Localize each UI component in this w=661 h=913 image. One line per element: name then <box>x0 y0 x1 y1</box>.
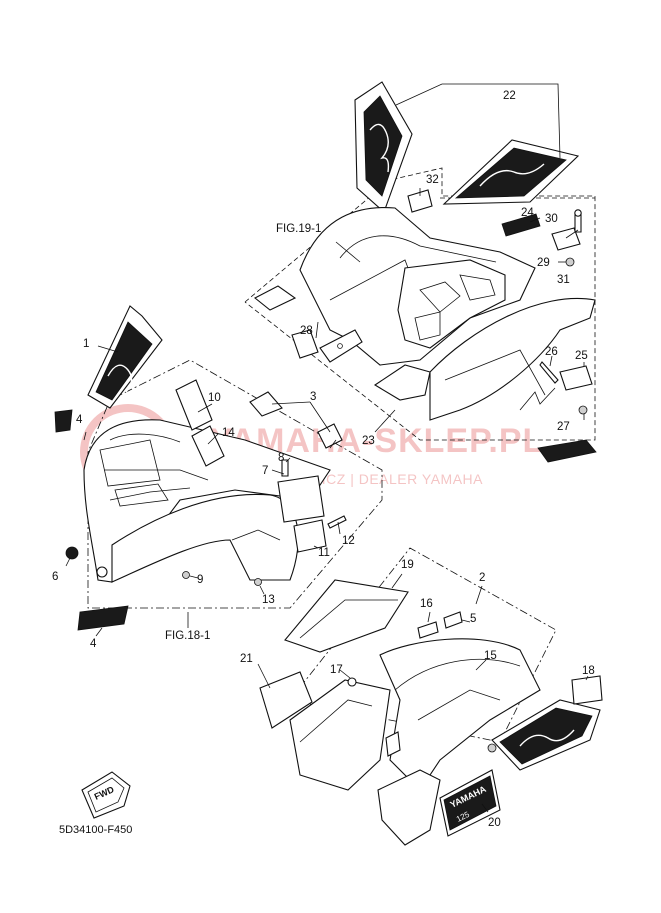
leader-22 <box>395 83 561 159</box>
bracket-3-a <box>249 391 283 417</box>
callout-15: 15 <box>484 650 497 662</box>
callout-23: 23 <box>362 435 375 447</box>
nut-13 <box>254 578 262 586</box>
callout-2: 2 <box>479 572 485 584</box>
callout-4-lower: 4 <box>90 638 97 650</box>
rear-lower-decal <box>537 439 597 463</box>
rear-fender-extension <box>373 364 431 401</box>
side-cover-group: YAMAHA 125 <box>257 547 603 846</box>
rear-fender-group <box>244 81 597 463</box>
callouts: 22 32 24 30 29 31 26 25 27 23 28 FIG.19-… <box>52 90 595 836</box>
callout-4-upper: 4 <box>76 414 83 426</box>
callout-24: 24 <box>521 207 534 219</box>
callout-16: 16 <box>420 598 433 610</box>
callout-11: 11 <box>318 547 330 559</box>
decal-4-upper <box>54 409 73 433</box>
decal-20-graphic <box>443 775 497 831</box>
callout-3: 3 <box>310 391 316 403</box>
callout-17: 17 <box>330 664 343 676</box>
callout-18: 18 <box>582 665 595 677</box>
pad-28 <box>291 329 319 359</box>
nut-27 <box>578 405 588 415</box>
callout-27: 27 <box>557 421 570 433</box>
front-fender-group <box>54 305 383 637</box>
callout-14: 14 <box>222 427 235 439</box>
tank-cover <box>379 638 541 791</box>
cap-6 <box>65 546 79 560</box>
callout-30: 30 <box>545 213 558 225</box>
callout-10: 10 <box>208 392 221 404</box>
nut-side <box>487 743 497 753</box>
rear-decal-22-right-graphic <box>454 147 567 199</box>
drawing-code: 5D34100-F450 <box>59 824 132 836</box>
screw-26 <box>539 361 559 384</box>
nut-31 <box>565 257 575 267</box>
screw-12 <box>327 515 347 529</box>
callout-32: 32 <box>426 174 439 186</box>
grommet-front <box>96 566 108 578</box>
sticker-10 <box>175 379 213 431</box>
bracket-28 <box>319 329 363 363</box>
callout-25: 25 <box>575 350 588 362</box>
callout-29: 29 <box>537 257 550 269</box>
callout-1: 1 <box>83 338 89 350</box>
callout-21: 21 <box>240 653 253 665</box>
sticker-14 <box>191 425 225 467</box>
fig-19-1-ref: FIG.19-1 <box>276 223 321 235</box>
callout-19: 19 <box>401 559 414 571</box>
sticker-5 <box>443 611 463 629</box>
callout-12: 12 <box>342 535 355 547</box>
callout-22: 22 <box>503 90 516 102</box>
callout-7: 7 <box>262 465 268 477</box>
plate-25 <box>559 365 593 391</box>
sticker-32 <box>407 189 433 213</box>
callout-13: 13 <box>262 594 275 606</box>
plate-7 <box>277 475 325 523</box>
fig-18-1-ref: FIG.18-1 <box>165 630 210 642</box>
screw-8 <box>281 459 289 477</box>
side-cover-bottom <box>377 769 441 846</box>
pad-left <box>253 285 297 311</box>
clip-17 <box>385 731 401 757</box>
side-panel-19 <box>284 579 409 653</box>
rear-decal-22-left-graphic <box>363 95 403 197</box>
front-group-frame <box>87 359 383 609</box>
rear-mudguard-23 <box>429 298 596 421</box>
callout-5: 5 <box>470 613 476 625</box>
callout-9: 9 <box>197 574 203 586</box>
callout-28: 28 <box>300 325 313 337</box>
side-panel-21 <box>259 671 313 729</box>
plate-11 <box>293 519 327 553</box>
sticker-16 <box>417 621 439 639</box>
callout-20: 20 <box>488 817 501 829</box>
bracket-3-b <box>317 423 343 449</box>
side-decal-18-graphic <box>499 707 593 765</box>
callout-26: 26 <box>545 346 558 358</box>
callout-31: 31 <box>557 274 570 286</box>
callout-6: 6 <box>52 571 58 583</box>
front-decal-1-graphic <box>95 321 153 401</box>
clip-17b <box>347 677 357 687</box>
callout-8: 8 <box>278 452 284 464</box>
fwd-direction-badge: FWD <box>81 771 131 819</box>
side-decal-18-tab <box>571 675 603 705</box>
emblem-24 <box>501 213 541 237</box>
rear-fender-tub <box>397 259 506 349</box>
side-cover-left <box>289 679 391 791</box>
nut-9 <box>182 571 190 579</box>
decal-4-lower <box>77 605 129 631</box>
